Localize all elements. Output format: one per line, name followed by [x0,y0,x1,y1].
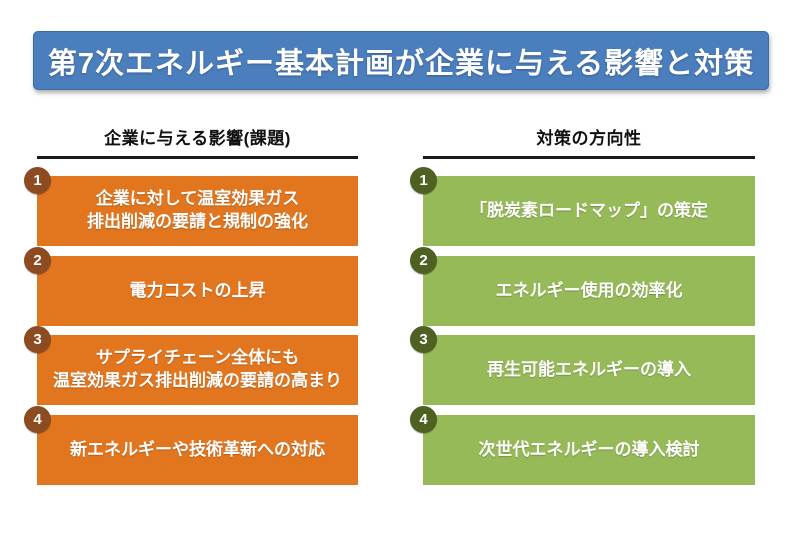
impact-item-1: 1 企業に対して温室効果ガス 排出削減の要請と規制の強化 [24,167,358,246]
impact-item-3-number-badge: 3 [24,326,51,353]
impact-item-4-label: 新エネルギーや技術革新への対応 [70,439,325,459]
impact-item-1-number-badge: 1 [24,167,51,194]
measure-item-4: 4 次世代エネルギーの導入検討 [410,406,755,485]
measure-item-1: 1 「脱炭素ロードマップ」の策定 [410,167,755,246]
measure-item-1-number-badge: 1 [410,167,437,194]
impact-item-2: 2 電力コストの上昇 [24,247,358,326]
measures-column: 対策の方向性 1 「脱炭素ロードマップ」の策定 2 エネルギー使用の効率化 3 … [410,115,755,515]
page-title: 第7次エネルギー基本計画が企業に与える影響と対策 [47,47,755,80]
measure-item-3: 3 再生可能エネルギーの導入 [410,326,755,405]
impact-item-4: 4 新エネルギーや技術革新への対応 [24,406,358,485]
impact-item-4-number-badge: 4 [24,406,51,433]
impact-item-2-number-badge: 2 [24,247,51,274]
measure-item-3-label: 再生可能エネルギーの導入 [487,359,691,379]
measure-item-1-label: 「脱炭素ロードマップ」の策定 [470,200,708,220]
measure-item-2-label: エネルギー使用の効率化 [495,280,683,300]
measure-item-2: 2 エネルギー使用の効率化 [410,247,755,326]
impact-item-2-label: 電力コストの上昇 [129,280,266,300]
measures-column-header: 対策の方向性 [536,129,642,148]
impact-item-3: 3 サプライチェーン全体にも 温室効果ガス排出削減の要請の高まり [24,326,358,405]
impact-item-3-label: サプライチェーン全体にも 温室効果ガス排出削減の要請の高まり [53,348,342,390]
measure-item-4-number-badge: 4 [410,406,437,433]
impact-header-underline [37,156,358,159]
impact-item-1-label: 企業に対して温室効果ガス 排出削減の要請と規制の強化 [87,189,308,231]
title-banner: 第7次エネルギー基本計画が企業に与える影響と対策 [33,31,769,90]
measures-header-underline [423,156,755,159]
measure-item-3-number-badge: 3 [410,326,437,353]
measure-item-4-label: 次世代エネルギーの導入検討 [478,439,700,459]
impact-column: 企業に与える影響(課題) 1 企業に対して温室効果ガス 排出削減の要請と規制の強… [24,115,358,515]
impact-column-header: 企業に与える影響(課題) [104,129,291,148]
measure-item-2-number-badge: 2 [410,247,437,274]
